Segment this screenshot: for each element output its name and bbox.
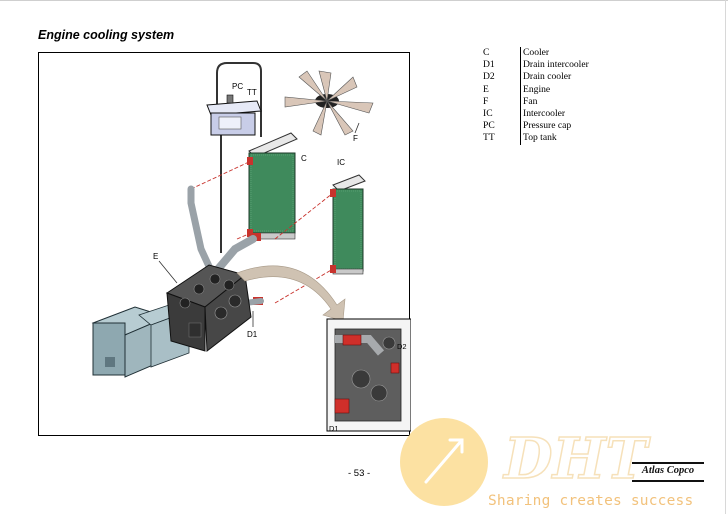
intercooler-icon bbox=[332, 174, 366, 275]
legend-code: D2 bbox=[483, 71, 495, 83]
label-d1-inset: D1 bbox=[329, 424, 339, 433]
coolant-pipe-upper bbox=[187, 185, 217, 279]
atlas-copco-logo bbox=[632, 462, 704, 482]
legend-code: PC bbox=[483, 120, 495, 132]
legend-desc: Engine bbox=[520, 83, 550, 96]
legend-code: C bbox=[483, 47, 490, 58]
cooling-system-diagram: PC TT F C IC bbox=[38, 52, 411, 436]
legend-row: IC Intercooler bbox=[483, 107, 589, 121]
legend-code: TT bbox=[483, 132, 495, 144]
coolant-pipe-lower bbox=[209, 235, 257, 279]
brand-name: Atlas Copco bbox=[641, 465, 695, 476]
legend-row: E Engine bbox=[483, 83, 589, 96]
watermark-arrow-icon bbox=[424, 438, 464, 484]
cooler-radiator-icon bbox=[248, 132, 298, 240]
leader-f bbox=[354, 122, 360, 134]
dht-watermark: DHT bbox=[400, 418, 652, 506]
legend-row: D2 Drain cooler bbox=[483, 71, 589, 84]
legend-row: TT Top tank bbox=[483, 132, 589, 145]
legend-desc: Cooler bbox=[520, 47, 549, 60]
page-number: - 53 - bbox=[348, 468, 371, 479]
legend-desc: Fan bbox=[520, 95, 537, 108]
legend-table: C Cooler D1 Drain intercooler D2 Drain cool… bbox=[483, 47, 589, 145]
pressure-cap-icon bbox=[226, 94, 234, 104]
legend-row: F Fan bbox=[483, 95, 589, 108]
fan-icon bbox=[284, 70, 374, 136]
legend-code: D1 bbox=[483, 59, 495, 71]
label-f: F bbox=[353, 134, 358, 143]
label-d2: D2 bbox=[397, 342, 407, 351]
page-top-border bbox=[0, 0, 728, 1]
leader-e bbox=[158, 260, 178, 284]
page-title: Engine cooling system bbox=[38, 28, 175, 42]
drain-detail-inset bbox=[326, 318, 411, 432]
legend-desc: Drain cooler bbox=[520, 71, 571, 84]
legend-desc: Pressure cap bbox=[520, 120, 571, 133]
top-tank-icon bbox=[206, 94, 262, 136]
legend-desc: Intercooler bbox=[520, 107, 565, 121]
label-c: C bbox=[301, 154, 307, 163]
legend-desc: Drain intercooler bbox=[520, 59, 589, 72]
label-pc: PC bbox=[232, 82, 243, 91]
label-e: E bbox=[153, 252, 158, 261]
legend-row: PC Pressure cap bbox=[483, 120, 589, 133]
legend-row: D1 Drain intercooler bbox=[483, 59, 589, 72]
label-d1: D1 bbox=[247, 330, 258, 339]
diagram-canvas: PC TT F C IC bbox=[91, 62, 411, 433]
watermark-tagline: Sharing creates success bbox=[488, 493, 694, 509]
label-tt: TT bbox=[247, 88, 257, 97]
legend-code: F bbox=[483, 95, 489, 107]
watermark-logo-text: DHT bbox=[502, 426, 651, 492]
page-right-border bbox=[725, 0, 726, 514]
legend-desc: Top tank bbox=[520, 132, 557, 145]
legend-row: C Cooler bbox=[483, 47, 589, 60]
expansion-hose bbox=[216, 62, 262, 137]
legend-code: IC bbox=[483, 107, 493, 119]
legend-code: E bbox=[483, 83, 489, 95]
engine-icon bbox=[165, 264, 252, 352]
label-ic: IC bbox=[337, 158, 345, 167]
